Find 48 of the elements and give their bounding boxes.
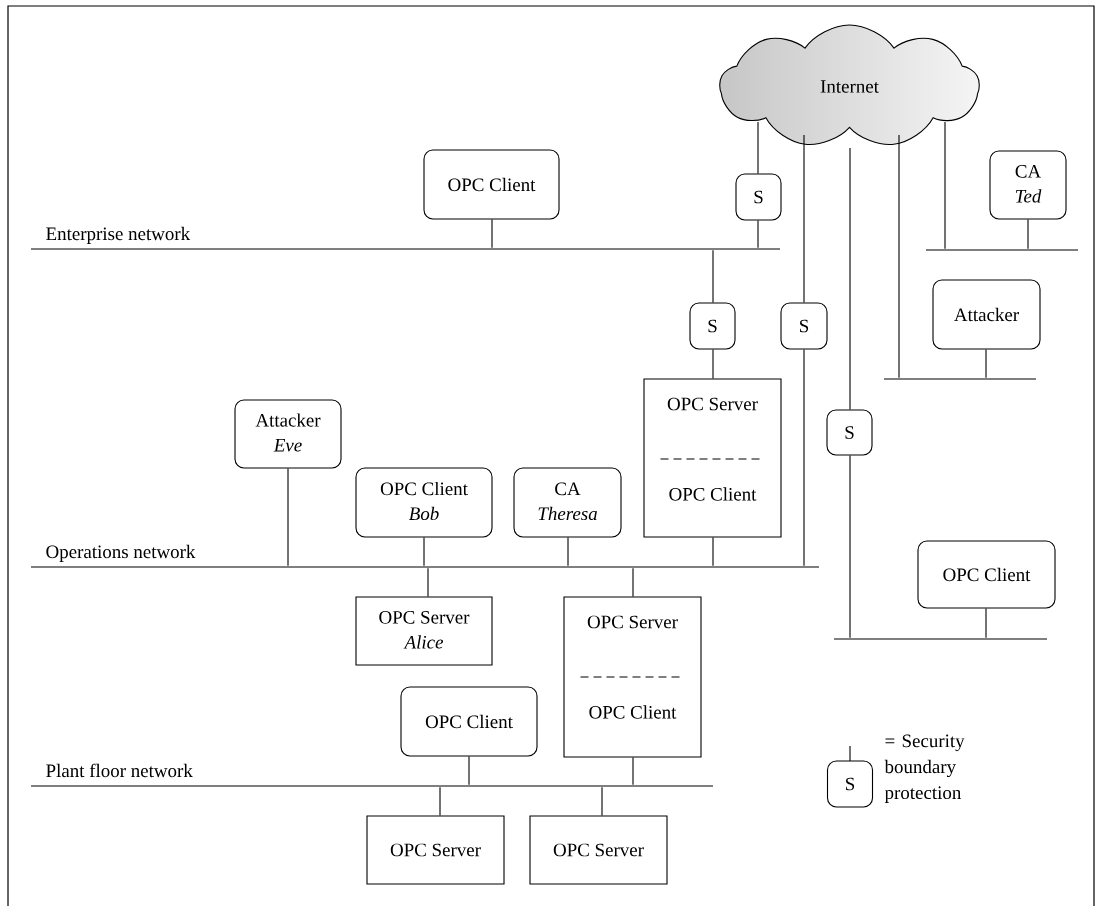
connection-line xyxy=(567,537,569,567)
network-bus: Plant floor network xyxy=(31,763,713,787)
device-box: CA Ted xyxy=(989,150,1067,220)
network-bus: Operations network xyxy=(31,544,819,568)
connection-line xyxy=(427,567,429,597)
device-box: OPC Client xyxy=(917,540,1056,609)
connection-line xyxy=(601,786,603,816)
connection-line xyxy=(944,121,946,250)
device-box: OPC Client xyxy=(400,686,538,757)
connection-line xyxy=(985,349,987,379)
connection-line xyxy=(849,147,851,410)
node-label: Enterprise network xyxy=(46,226,191,245)
connection-line xyxy=(712,537,714,567)
connection-line xyxy=(985,608,987,639)
connection-line xyxy=(712,349,714,379)
device-box: Attacker Eve xyxy=(234,399,342,469)
device-box: OPC Server xyxy=(366,815,505,885)
device-box: CA Theresa xyxy=(513,467,622,538)
device-box: OPC Client Bob xyxy=(355,467,493,538)
security-box: S xyxy=(826,409,873,456)
security-box: S xyxy=(780,302,828,350)
security-box: S xyxy=(689,302,736,350)
connection-line xyxy=(803,134,805,303)
connection-line xyxy=(287,468,289,567)
device-box: OPC Server Alice xyxy=(355,596,493,666)
device-box: Attacker xyxy=(932,279,1041,350)
connection-line xyxy=(632,567,634,597)
network-bus: Enterprise network xyxy=(31,226,780,250)
connection-line xyxy=(491,219,493,249)
node-label: Plant floor network xyxy=(46,763,193,778)
connection-line xyxy=(1027,219,1029,250)
security-box: S xyxy=(735,173,782,221)
legend-text: = Security boundary protection xyxy=(884,734,965,803)
connection-line xyxy=(803,349,805,567)
connection-line xyxy=(423,537,425,567)
device-box: OPC Server OPC Client xyxy=(643,378,782,538)
connection-line xyxy=(468,756,470,786)
device-box: OPC Server OPC Client xyxy=(563,596,702,758)
connection-line xyxy=(757,220,759,249)
connection-line xyxy=(712,249,714,303)
connection-line xyxy=(849,455,851,639)
device-box: OPC Client xyxy=(423,149,560,220)
connection-line xyxy=(898,134,900,379)
node-label: Operations network xyxy=(46,544,196,563)
device-box: OPC Server xyxy=(529,815,668,885)
connection-line xyxy=(757,121,759,174)
connection-line xyxy=(439,786,441,816)
connection-line xyxy=(632,757,634,786)
